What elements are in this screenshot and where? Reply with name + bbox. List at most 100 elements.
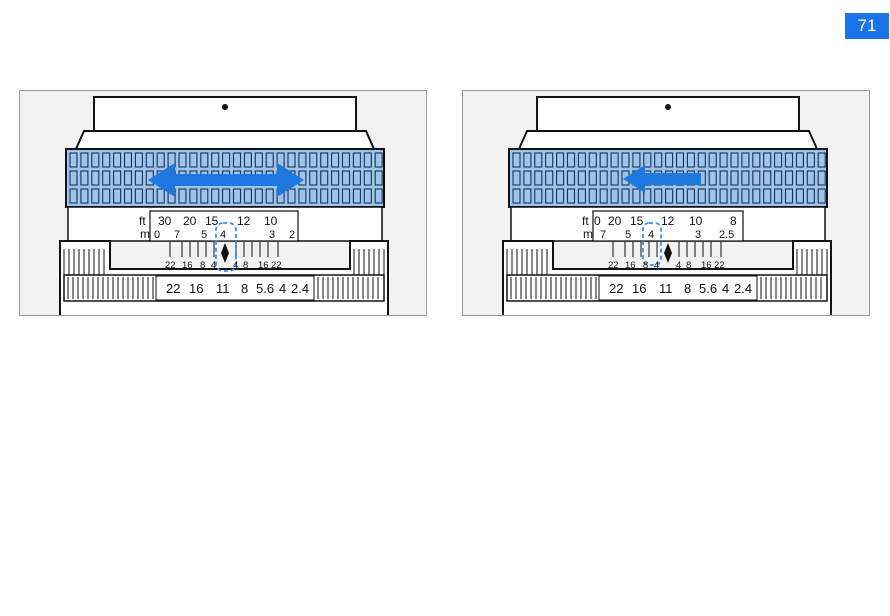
grip-cell: [817, 188, 826, 204]
aperture-4: 4: [279, 281, 286, 296]
grip-cell: [621, 152, 630, 168]
grip-cell: [632, 188, 641, 204]
meter-scale-3: 3: [695, 229, 701, 241]
aperture-8: 8: [684, 281, 691, 296]
meter-scale-7: 7: [174, 229, 180, 241]
dof-right-8: 8: [243, 260, 248, 271]
grip-cell: [545, 152, 554, 168]
aperture-scale-window: [155, 275, 315, 301]
grip-cell: [341, 188, 351, 204]
dof-right-22: 22: [714, 260, 725, 271]
grip-cell: [232, 188, 242, 204]
grip-cell: [512, 188, 521, 204]
aperture-4: 4: [722, 281, 729, 296]
aperture-8: 8: [241, 281, 248, 296]
grip-cell: [577, 188, 586, 204]
grip-cell: [69, 152, 78, 168]
grip-cell: [341, 152, 351, 168]
grip-cell: [577, 170, 586, 186]
meter-scale-4: 4: [220, 229, 226, 241]
grip-cell: [588, 188, 597, 204]
grip-cell: [309, 170, 318, 186]
grip-cell: [610, 188, 619, 204]
aperture-2-4: 2.4: [291, 281, 309, 296]
grip-cell: [741, 188, 750, 204]
feet-scale-12: 12: [661, 214, 675, 228]
grip-cell: [784, 152, 794, 168]
feet-scale-8: 8: [730, 214, 737, 228]
aperture-22: 22: [166, 281, 180, 296]
grip-cell: [320, 152, 329, 168]
dof-left-4: 4: [654, 260, 659, 271]
distance-scale-window: [149, 210, 299, 242]
grip-cell: [806, 170, 815, 186]
grip-cell: [374, 152, 383, 168]
grip-cell: [534, 170, 543, 186]
grip-cell: [363, 188, 372, 204]
grip-cell: [774, 170, 783, 186]
double-headed-arrow-icon: [148, 163, 304, 197]
grip-cell: [145, 152, 154, 168]
grip-cell: [309, 188, 318, 204]
grip-cell: [806, 152, 815, 168]
grip-cell: [352, 170, 361, 186]
grip-cell: [730, 170, 739, 186]
grip-cell: [708, 170, 717, 186]
meter-scale-3: 3: [269, 229, 275, 241]
grip-cell: [80, 152, 89, 168]
grip-cell: [654, 188, 663, 204]
grip-cell: [545, 170, 554, 186]
grip-cell: [232, 152, 242, 168]
grip-cell: [795, 152, 804, 168]
dof-left-16: 16: [625, 260, 636, 271]
aperture-11: 11: [659, 281, 673, 296]
grip-cell: [91, 152, 100, 168]
grip-cell: [752, 170, 761, 186]
aperture-16: 16: [632, 281, 646, 296]
dof-left-22: 22: [608, 260, 619, 271]
lens-diagram-right: ft m 0 20 15 12 10 8 7 5 4 3 2.5 22 16 8…: [502, 96, 832, 315]
grip-cell: [686, 188, 695, 204]
grip-cell: [363, 152, 372, 168]
feet-scale-20: 20: [608, 214, 622, 228]
grip-cell: [156, 188, 165, 204]
aperture-5-6: 5.6: [256, 281, 274, 296]
grip-cell: [523, 152, 532, 168]
grip-cell: [566, 188, 576, 204]
grip-cell: [363, 170, 372, 186]
feet-scale-15: 15: [205, 214, 219, 228]
meter-scale-2: 2: [289, 229, 295, 241]
index-dot-icon: [222, 104, 228, 110]
depth-of-field-ticks: [612, 242, 722, 257]
grip-cell: [265, 188, 274, 204]
index-dot-icon: [665, 104, 671, 110]
aperture-11: 11: [216, 281, 230, 296]
grip-cell: [741, 170, 750, 186]
grip-cell: [806, 188, 815, 204]
grip-cell: [774, 188, 783, 204]
grip-cell: [331, 188, 340, 204]
highlight-dashed-box: [215, 222, 237, 272]
grip-cell: [123, 170, 133, 186]
grip-cell: [534, 188, 543, 204]
grip-cell: [123, 152, 133, 168]
grip-cell: [211, 188, 220, 204]
grip-cell: [512, 170, 521, 186]
grip-cell: [610, 152, 619, 168]
dof-left-4: 4: [211, 260, 216, 271]
dof-left-16: 16: [182, 260, 193, 271]
meter-scale-0: 0: [154, 229, 160, 241]
lens-top-cap: [93, 96, 357, 132]
grip-cell: [534, 152, 543, 168]
grip-cell: [254, 152, 263, 168]
grip-cell: [243, 188, 252, 204]
grip-cell: [331, 170, 340, 186]
grip-cell: [222, 152, 231, 168]
aperture-2-4: 2.4: [734, 281, 752, 296]
grip-cell: [556, 152, 565, 168]
dof-right-16: 16: [258, 260, 269, 271]
grip-cell: [632, 152, 641, 168]
grip-cell: [752, 152, 761, 168]
grip-cell: [686, 152, 695, 168]
grip-cell: [113, 152, 122, 168]
